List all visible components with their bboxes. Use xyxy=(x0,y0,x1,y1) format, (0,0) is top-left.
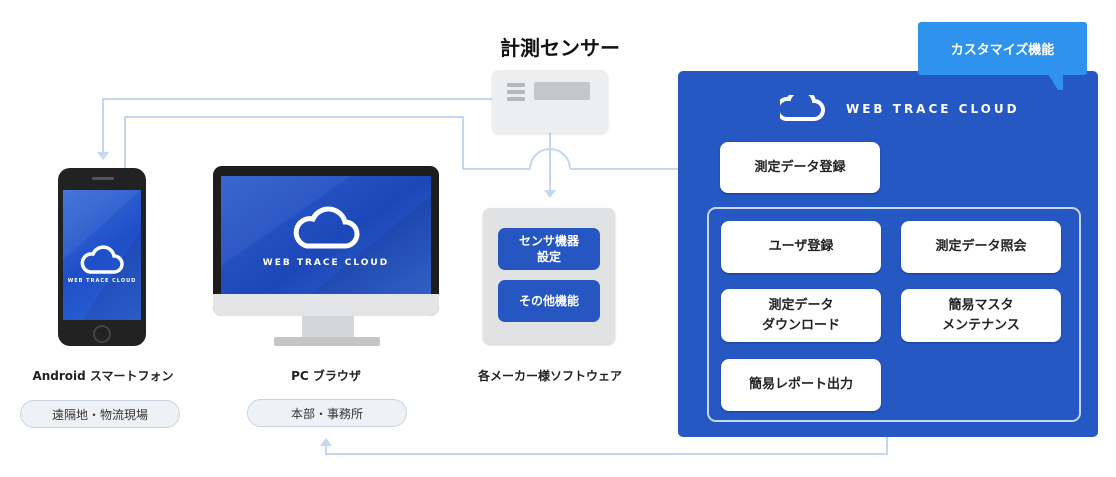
cloud-icon xyxy=(780,95,825,121)
monitor-stand xyxy=(302,316,354,338)
feature-label: ユーザ登録 xyxy=(768,239,834,254)
software-caption: 各メーカー様ソフトウェア xyxy=(477,369,622,383)
sensor-to-phone-line xyxy=(102,98,492,152)
cloud-brand: WEB TRACE CLOUD xyxy=(846,102,1020,116)
customize-badge: カスタマイズ機能 xyxy=(918,22,1087,75)
data-download-button[interactable]: 測定データ ダウンロード xyxy=(721,289,881,342)
register-data-button[interactable]: 測定データ登録 xyxy=(720,142,880,193)
phone-screen-brand: WEB TRACE CLOUD xyxy=(67,278,137,284)
feature-label: 簡易マスタ メンテナンス xyxy=(942,297,1020,333)
software-panel: センサ機器 設定 その他機能 xyxy=(483,208,615,344)
feature-group xyxy=(707,207,1081,422)
sensor-title: 計測センサー xyxy=(500,36,620,60)
pc-location-pill: 本部・事務所 xyxy=(247,399,407,427)
pc-caption: PC ブラウザ xyxy=(291,369,361,383)
phone-caption: Android スマートフォン xyxy=(32,369,174,383)
cloud-to-pc-line xyxy=(325,422,888,455)
monitor-screen-brand: WEB TRACE CLOUD xyxy=(262,258,390,268)
sensor-settings-button[interactable]: センサ機器 設定 xyxy=(498,228,600,270)
master-maintenance-button[interactable]: 簡易マスタ メンテナンス xyxy=(901,289,1061,342)
phone-screen: WEB TRACE CLOUD xyxy=(63,190,141,320)
cloud-icon xyxy=(80,245,124,274)
feature-label: 簡易レポート出力 xyxy=(748,377,853,392)
user-register-button[interactable]: ユーザ登録 xyxy=(721,221,881,273)
smartphone-icon: WEB TRACE CLOUD xyxy=(58,168,146,346)
register-data-label: 測定データ登録 xyxy=(754,159,846,175)
monitor-screen: WEB TRACE CLOUD xyxy=(221,176,431,294)
monitor-icon: WEB TRACE CLOUD xyxy=(213,166,439,316)
arrowhead-pc xyxy=(320,438,332,446)
monitor-stand-base xyxy=(274,337,380,346)
data-query-button[interactable]: 測定データ照会 xyxy=(901,221,1061,273)
arrowhead-phone xyxy=(97,152,109,160)
badge-tail xyxy=(1048,74,1063,90)
feature-label: 測定データ ダウンロード xyxy=(761,297,840,333)
other-functions-label: その他機能 xyxy=(518,294,579,308)
sensor-device-icon xyxy=(492,70,608,133)
feature-label: 測定データ照会 xyxy=(935,239,1027,254)
other-functions-button[interactable]: その他機能 xyxy=(498,280,600,322)
report-output-button[interactable]: 簡易レポート出力 xyxy=(721,359,881,411)
cloud-icon xyxy=(293,206,360,249)
home-button xyxy=(93,325,111,343)
arrowhead-software xyxy=(544,190,556,198)
phone-to-register-line xyxy=(124,116,530,170)
sensor-settings-label: センサ機器 設定 xyxy=(518,234,579,264)
phone-location-pill: 遠隔地・物流現場 xyxy=(20,400,180,428)
